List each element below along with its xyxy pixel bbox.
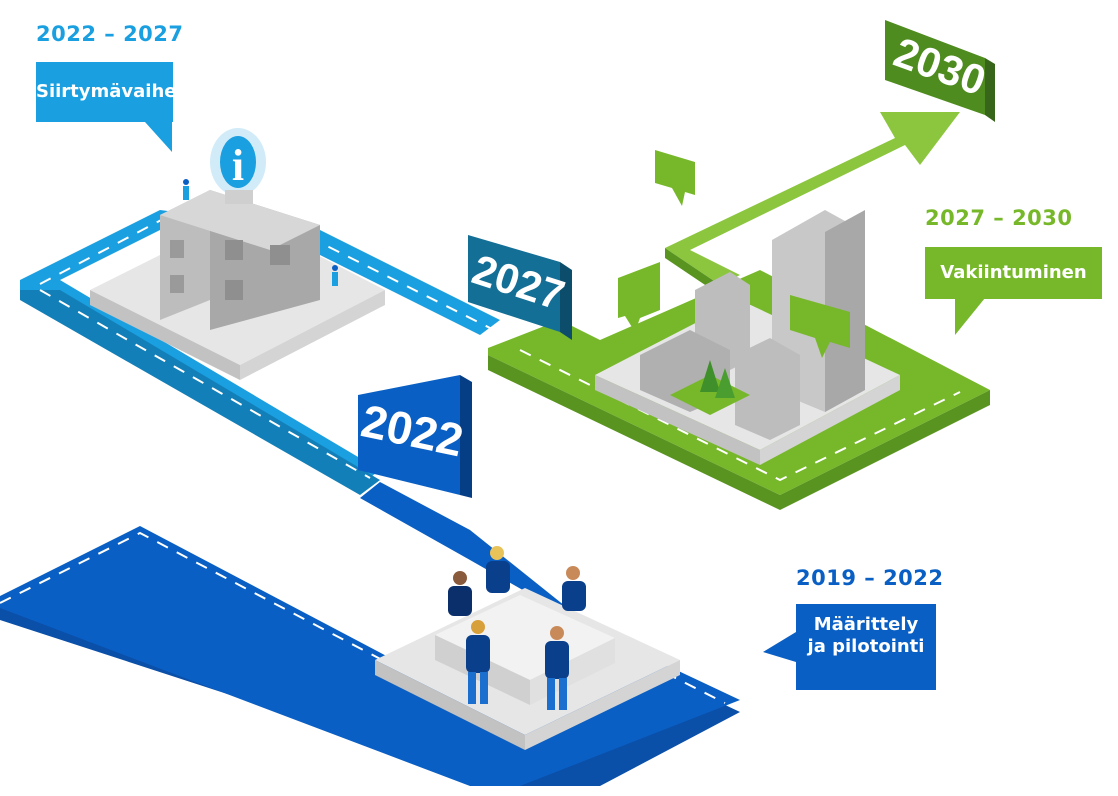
milestone-2030: 2030 bbox=[885, 20, 995, 122]
bubble-tail-siirtyma bbox=[145, 122, 172, 152]
road-blue bbox=[20, 210, 500, 495]
phase-label-maarittely-line2: ja pilotointi bbox=[807, 636, 925, 657]
phase-label-maarittely-line1: Määrittely bbox=[813, 614, 919, 635]
platform-team bbox=[375, 546, 680, 750]
phase-label-maarittely: Määrittely ja pilotointi bbox=[796, 604, 936, 690]
milestone-2022: 2022 bbox=[357, 375, 472, 498]
team-people bbox=[448, 546, 586, 710]
bubble-tail-maarittely bbox=[763, 632, 796, 662]
growth-arrow bbox=[665, 112, 960, 295]
platform-info-building bbox=[90, 128, 385, 380]
phase-years-siirtyma: 2022 – 2027 bbox=[36, 22, 184, 46]
phase-label-vakiintuminen: Vakiintuminen bbox=[925, 247, 1102, 299]
bubble-tail-vakiintuminen bbox=[955, 298, 985, 335]
phase-label-siirtyma: Siirtymävaihe bbox=[36, 62, 177, 122]
phase-years-maarittely: 2019 – 2022 bbox=[796, 566, 944, 590]
platform-city bbox=[595, 150, 900, 465]
phase-label-siirtyma-text: Siirtymävaihe bbox=[36, 81, 177, 102]
phase-label-vakiintuminen-text: Vakiintuminen bbox=[940, 262, 1087, 283]
info-icon: i bbox=[232, 141, 244, 190]
phase-years-vakiintuminen: 2027 – 2030 bbox=[925, 206, 1073, 230]
road-navy bbox=[0, 482, 740, 786]
